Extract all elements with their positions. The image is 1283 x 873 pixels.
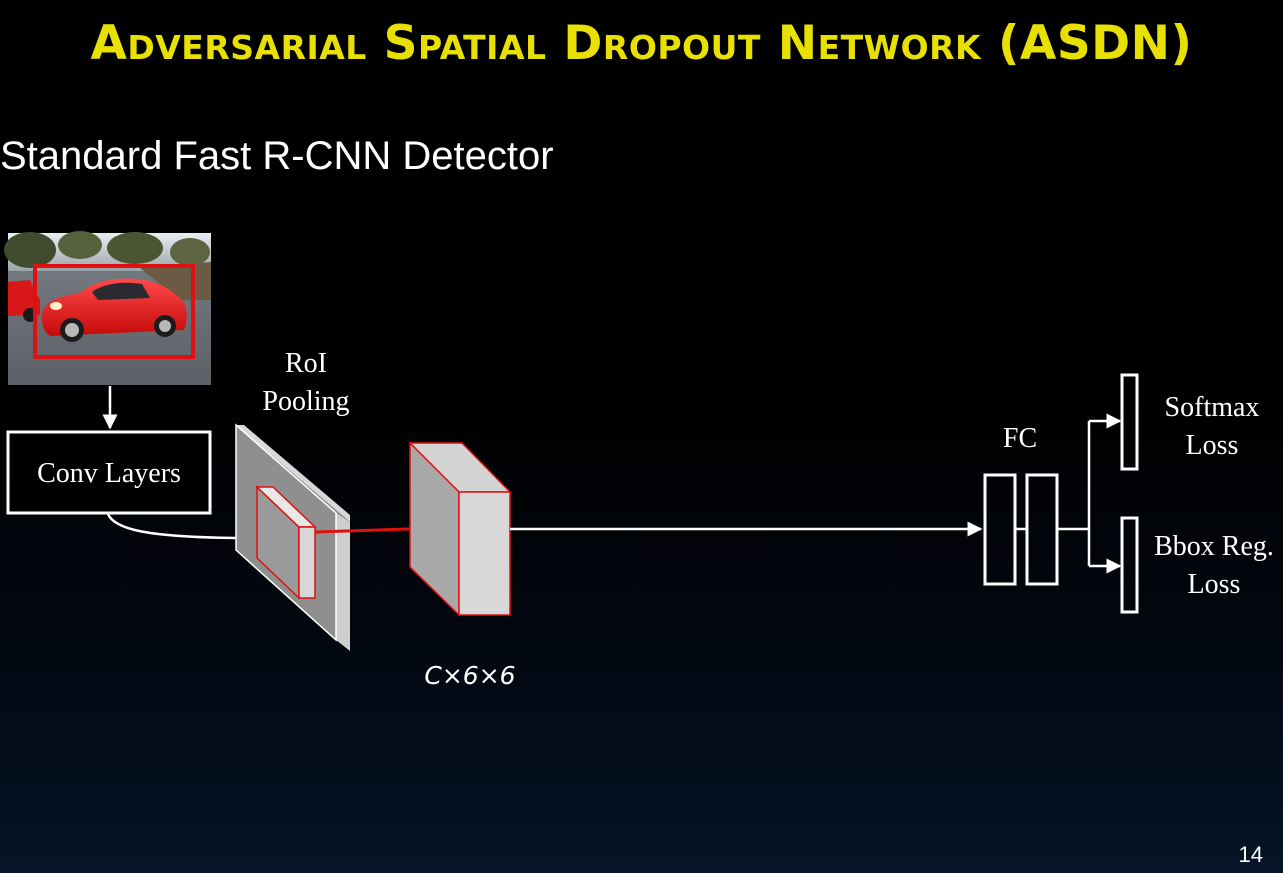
fc-layer-1	[983, 473, 1017, 586]
feature-dimension-label: C×6×6	[424, 661, 515, 690]
output-branch-lines	[1057, 413, 1122, 574]
softmax-loss-label-line2: Loss	[1186, 430, 1239, 461]
roi-pooling-label-line1: RoI	[285, 348, 327, 379]
softmax-loss-label-line1: Softmax	[1165, 392, 1260, 423]
roi-pooling-label-line2: Pooling	[262, 386, 349, 417]
slide-subtitle: Standard Fast R-CNN Detector	[0, 134, 554, 178]
conv-layers-box	[6, 430, 212, 515]
bbox-output-bar	[1120, 516, 1139, 614]
softmax-output-bar	[1120, 373, 1139, 471]
slide-title: Adversarial Spatial Dropout Network (ASD…	[90, 16, 1193, 71]
feature-map-slab	[235, 423, 350, 651]
arrow-conv-to-featuremap	[106, 513, 237, 540]
pooled-feature-cube	[408, 441, 512, 617]
bbox-loss-label-line2: Loss	[1188, 569, 1241, 600]
car-image	[41, 278, 187, 342]
conv-layers-label: Conv Layers	[37, 458, 181, 489]
bbox-loss-label-line1: Bbox Reg.	[1154, 531, 1274, 562]
fc-label: FC	[1003, 423, 1037, 454]
input-image	[4, 231, 211, 385]
page-number: 14	[1238, 842, 1263, 867]
detection-box	[33, 264, 195, 359]
fc-layer-2	[1025, 473, 1059, 586]
